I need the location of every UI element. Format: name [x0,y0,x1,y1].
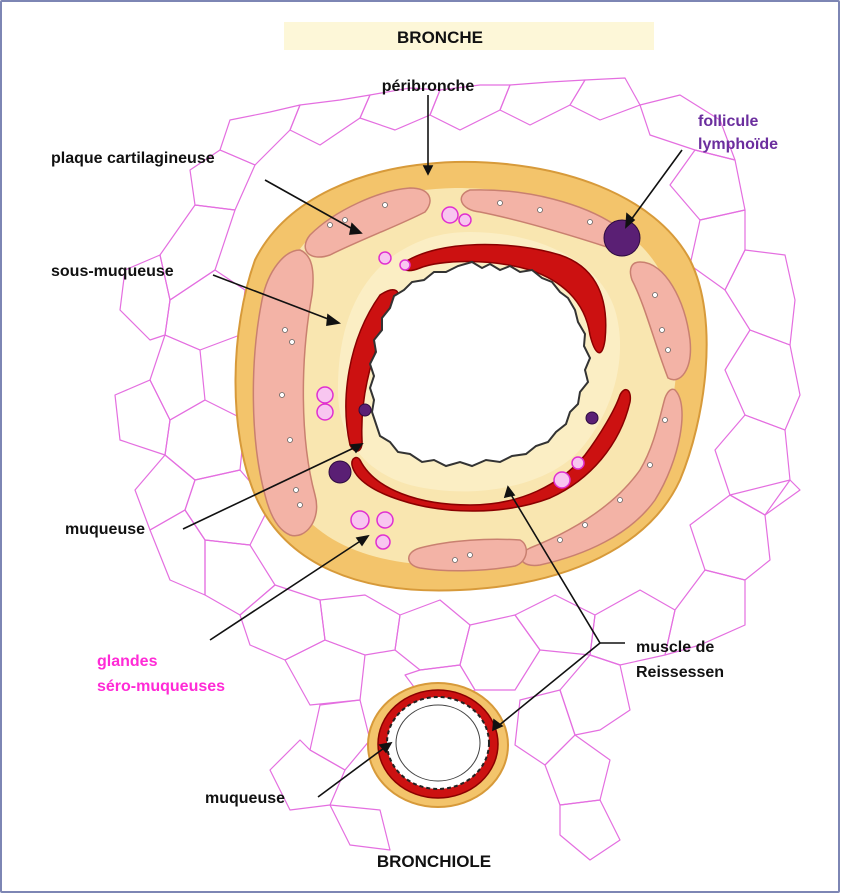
label-sous-muqueuse: sous-muqueuse [51,263,174,280]
label-plaque-cartilagineuse: plaque cartilagineuse [51,150,215,167]
label-muqueuse-bronche: muqueuse [65,521,145,538]
label-peribronche: péribronche [382,78,475,95]
label-muqueuse-bronchiole: muqueuse [205,790,285,807]
label-muscle-de: muscle de [636,639,714,656]
label-reissessen: Reissessen [636,664,724,681]
label-sero-muqueuses: séro-muqueuses [97,678,225,695]
bronchus [235,162,706,591]
label-follicule: follicule [698,113,759,130]
title-bronchiole: BRONCHIOLE [377,852,491,871]
label-lymphoide: lymphoïde [698,136,778,153]
bronchiole-lumen [396,705,480,781]
title-bronche: BRONCHE [397,28,483,47]
label-glandes: glandes [97,653,158,670]
